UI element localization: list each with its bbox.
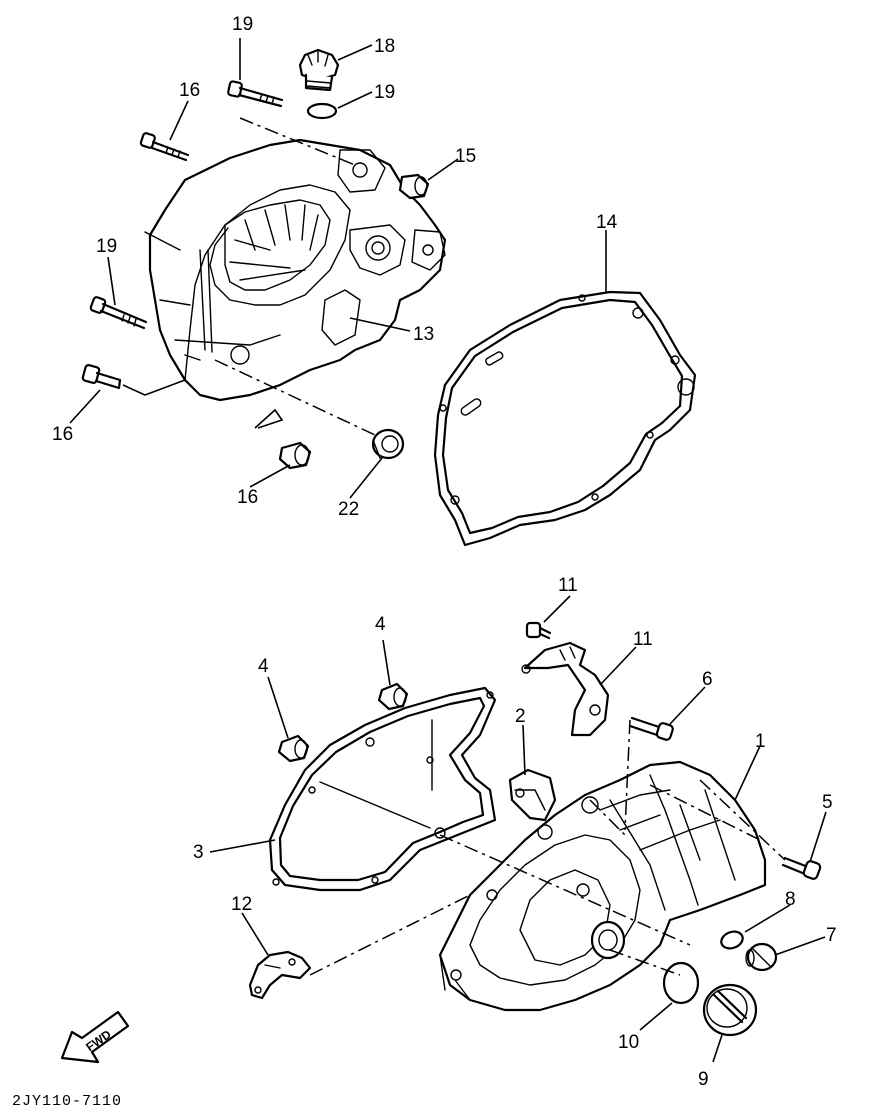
callout-4-left: 4 [258, 656, 269, 677]
bolt-6 [628, 716, 674, 741]
alignment-line [649, 784, 761, 841]
callout-19-left: 19 [96, 236, 117, 257]
callout-18: 16 [179, 80, 200, 101]
leader-lines [69, 38, 827, 1063]
o-ring-10 [662, 961, 700, 1005]
callout-16-bottom: 16 [237, 487, 258, 508]
bolt-17 [81, 364, 122, 390]
callout-labels: 19 18 19 16 15 14 19 13 16 16 22 11 11 4… [52, 14, 837, 1090]
callout-4-right: 4 [375, 614, 386, 635]
bracket-11 [521, 641, 610, 737]
bolt-5 [781, 856, 822, 880]
callout-14: 13 [413, 324, 434, 345]
callout-1: 1 [755, 731, 766, 752]
alignment-line [699, 779, 786, 861]
alignment-line [214, 359, 376, 436]
bolt-19-top [227, 80, 284, 108]
bolt-12 [525, 621, 552, 640]
plug-9 [702, 983, 758, 1037]
callout-20: 18 [374, 36, 395, 57]
callout-3: 3 [193, 842, 204, 863]
bracket-13 [248, 950, 312, 1000]
alignment-line [239, 117, 356, 166]
alignment-line [439, 834, 691, 946]
fwd-arrow-icon: FWD [60, 1010, 130, 1064]
oil-filler-cap-20 [298, 48, 340, 92]
o-ring-21 [306, 102, 338, 120]
part-2-clamp [508, 768, 557, 822]
alignment-line [589, 799, 626, 836]
gasket-15 [433, 290, 697, 547]
dowel-pin-16-top [398, 173, 430, 200]
o-ring-8 [720, 930, 744, 950]
callout-21: 19 [374, 82, 395, 103]
callout-22: 22 [338, 499, 359, 520]
callout-16-top: 15 [455, 146, 476, 167]
callout-7: 7 [826, 925, 837, 946]
callout-15: 14 [596, 212, 618, 233]
gasket-3 [268, 686, 497, 892]
diagram-code: 2JY110-7110 [12, 1093, 122, 1110]
callout-13: 12 [231, 894, 252, 915]
plug-7 [745, 942, 778, 972]
bolt-19-left [89, 296, 148, 330]
bolt-18 [139, 132, 190, 162]
alignment-line [309, 894, 471, 976]
callout-11: 11 [633, 629, 653, 650]
alignment-line [609, 949, 681, 976]
crankcase-cover-left-1 [438, 760, 767, 1012]
callout-10: 10 [618, 1032, 639, 1053]
callout-6: 6 [702, 669, 713, 690]
callout-17: 16 [52, 424, 73, 445]
callout-8: 8 [785, 889, 796, 910]
callout-5: 5 [822, 792, 833, 813]
callout-19-top: 19 [232, 14, 253, 35]
dowel-pin-4-left [277, 734, 310, 763]
callout-2: 2 [515, 706, 526, 727]
crankcase-cover-right [144, 138, 447, 402]
dowel-pin-16-bottom [278, 441, 312, 470]
oil-seal-22 [371, 428, 405, 460]
callout-9: 9 [698, 1069, 709, 1090]
dowel-pin-4-right [377, 682, 409, 711]
alignment-line [624, 719, 631, 831]
callout-12: 11 [558, 575, 578, 596]
